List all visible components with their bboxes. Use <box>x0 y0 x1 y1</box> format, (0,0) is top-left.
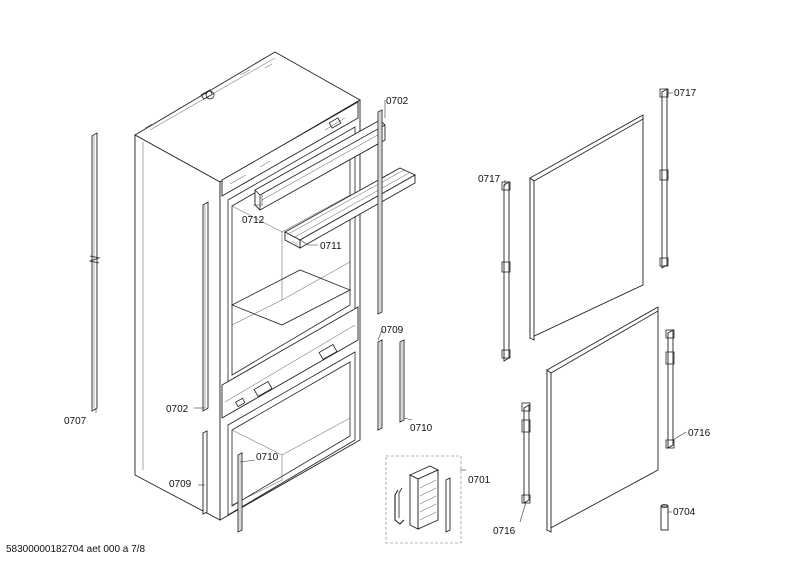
part-0702-left-strip <box>202 201 209 412</box>
label-0712: 0712 <box>242 215 265 226</box>
label-0716-right: 0716 <box>688 428 711 439</box>
label-0710-left: 0710 <box>256 452 279 463</box>
part-0711-channel <box>284 167 416 249</box>
label-0711: 0711 <box>320 241 342 252</box>
part-0702-right-strip <box>377 109 383 315</box>
label-0707: 0707 <box>64 416 87 427</box>
upper-door-panel <box>529 114 644 341</box>
part-0707-long-strip <box>88 132 101 412</box>
fridge-cabinet <box>134 51 361 521</box>
label-0716-left: 0716 <box>493 526 516 537</box>
part-0717-hinge-left <box>501 181 511 362</box>
lower-door-panel <box>546 306 659 533</box>
callout-labels: 0702 0712 0711 0707 0702 0709 0710 0709 … <box>64 88 711 537</box>
label-0709-right: 0709 <box>381 325 404 336</box>
part-0704-small-cap <box>660 504 669 531</box>
label-0704: 0704 <box>673 507 696 518</box>
leader-lines <box>95 92 687 523</box>
part-0716-hinge-left <box>521 402 531 504</box>
label-0702-lower: 0702 <box>166 404 189 415</box>
part-0710-strips <box>237 339 405 533</box>
label-0709-left: 0709 <box>169 479 192 490</box>
label-0702-upper: 0702 <box>386 96 409 107</box>
label-0701: 0701 <box>468 475 491 486</box>
part-0716-hinge-right <box>665 329 675 449</box>
label-0710-right: 0710 <box>410 423 433 434</box>
footer-document-id: 58300000182704 aet 000 a 7/8 <box>6 544 145 555</box>
part-0701-hardware-kit <box>385 455 462 544</box>
part-0709-strips <box>202 339 383 515</box>
label-0717-right: 0717 <box>674 88 697 99</box>
part-0717-hinge-right <box>659 88 669 269</box>
label-0717-left: 0717 <box>478 174 501 185</box>
